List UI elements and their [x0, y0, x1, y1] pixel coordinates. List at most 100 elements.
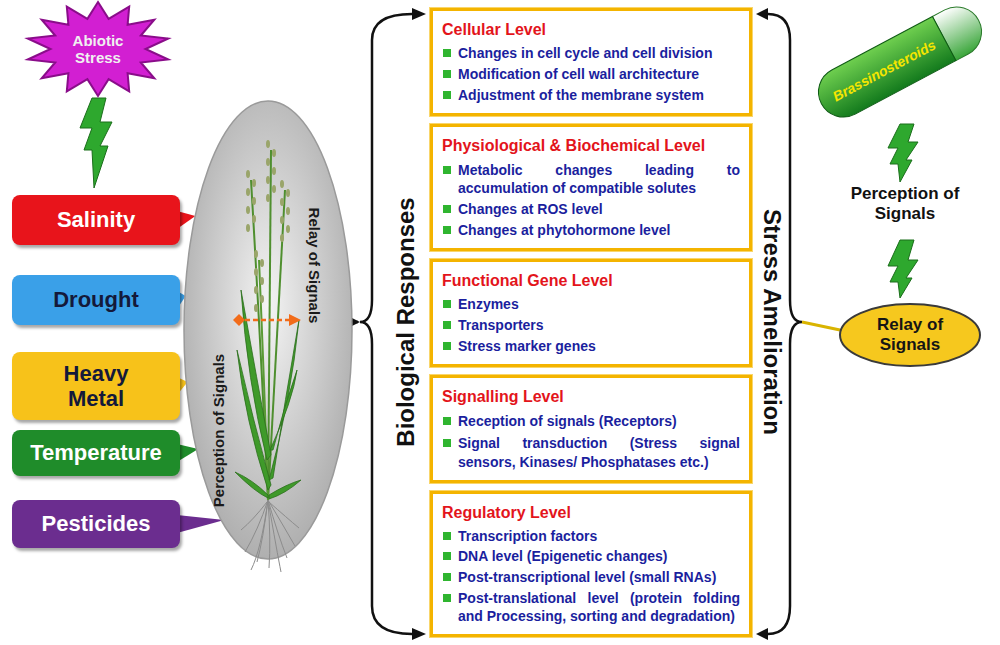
node-sb: Drought	[12, 275, 180, 325]
leaf	[269, 480, 301, 499]
root	[268, 500, 287, 558]
grain	[272, 167, 276, 175]
level-heading: Signalling Level	[442, 386, 740, 408]
tail-shape	[177, 515, 224, 533]
diamond-marker	[233, 314, 245, 326]
level-heading: Physiological & Biochemical Level	[442, 135, 740, 157]
grain	[280, 216, 284, 224]
grain	[260, 259, 264, 267]
grain	[266, 176, 270, 184]
node-sb: Salinity	[12, 195, 180, 245]
node-relay: Relay of Signals	[838, 302, 982, 368]
root	[268, 500, 281, 572]
lightning-bolt	[888, 124, 918, 182]
level-heading: Regulatory Level	[442, 502, 740, 524]
node-pill: Brassinosteroids	[808, 0, 991, 127]
stress-label: Heavy Metal	[30, 359, 162, 414]
rotated-label: Perception of Signals	[210, 353, 227, 506]
oval-outline	[184, 101, 352, 559]
bullet-item: Stress marker genes	[442, 337, 740, 356]
grain	[280, 198, 284, 206]
bullet-item: Post-transcriptional level (small RNAs)	[442, 568, 740, 587]
grain	[246, 206, 250, 214]
root	[269, 502, 299, 528]
node-box: Signalling LevelReception of signals (Re…	[430, 375, 752, 483]
grain	[254, 268, 258, 276]
leaf	[269, 320, 299, 480]
bullet-item: Metabolic changes leading to accumulatio…	[442, 161, 740, 199]
arrowhead	[412, 628, 426, 640]
relay-text: Relay of Signals	[862, 315, 958, 354]
root	[251, 500, 268, 570]
grain	[260, 277, 264, 285]
grain	[254, 286, 258, 294]
node-sb: Temperature	[12, 430, 180, 476]
grain	[266, 158, 270, 166]
grain	[252, 197, 256, 205]
grain	[286, 189, 290, 197]
grain	[246, 224, 250, 232]
root	[241, 502, 267, 530]
starburst-outline	[28, 2, 168, 96]
grain	[254, 304, 258, 312]
link-line	[802, 322, 840, 330]
level-heading: Cellular Level	[442, 19, 740, 41]
stress-label: Drought	[47, 285, 145, 314]
signal-label: Perception of Signals	[838, 184, 972, 225]
dashed-arrow	[245, 319, 291, 322]
vertical-heading: Stress Amelioration	[758, 209, 786, 435]
bullet-item: Enzymes	[442, 295, 740, 314]
node-box: Regulatory LevelTranscription factorsDNA…	[430, 491, 752, 637]
grain	[286, 225, 290, 233]
node-box: Functional Gene LevelEnzymesTransporters…	[430, 259, 752, 367]
arrowhead	[756, 8, 768, 20]
leaf	[270, 370, 297, 450]
stress-label: Temperature	[24, 438, 168, 467]
bullet-item: Changes at phytohormone level	[442, 221, 740, 240]
bullet-item: Modification of cell wall architecture	[442, 65, 740, 84]
plant-illustration	[183, 100, 353, 560]
bullet-item: Changes in cell cycle and cell division	[442, 44, 740, 63]
grain	[280, 180, 284, 188]
stress-label: Salinity	[51, 205, 141, 234]
grain	[266, 194, 270, 202]
grain	[286, 207, 290, 215]
grain	[252, 179, 256, 187]
leaf	[235, 472, 268, 498]
ellipse-outline	[840, 304, 980, 366]
bullet-item: Signal transduction (Stress signal senso…	[442, 434, 740, 472]
stress-label: Pesticides	[36, 509, 157, 538]
grain	[272, 185, 276, 193]
capsule-text: Brassinosteroids	[814, 17, 955, 125]
arrowhead	[756, 628, 768, 640]
grain	[254, 250, 258, 258]
bullet-item: DNA level (Epigenetic changes)	[442, 547, 740, 566]
arrowhead	[289, 314, 301, 326]
node-box: Physiological & Biochemical LevelMetabol…	[430, 124, 752, 251]
bullet-item: Adjustment of the membrane system	[442, 86, 740, 105]
arrowhead	[412, 8, 426, 20]
vertical-heading: Biological Responses	[391, 197, 419, 446]
grain	[260, 295, 264, 303]
node-oval: Perception of SignalsRelay of Signals	[183, 100, 353, 560]
level-heading: Functional Gene Level	[442, 270, 740, 292]
grain	[272, 149, 276, 157]
node-sb: Pesticides	[12, 500, 180, 548]
grain	[280, 234, 284, 242]
bullet-item: Post-translational level (protein foldin…	[442, 589, 740, 627]
capsule-body	[810, 16, 956, 125]
bullet-item: Transporters	[442, 316, 740, 335]
bullet-item: Changes at ROS level	[442, 200, 740, 219]
star-text: Abiotic Stress	[63, 32, 133, 67]
grain	[246, 170, 250, 178]
grain	[252, 215, 256, 223]
node-star: Abiotic Stress	[26, 2, 170, 96]
grain	[266, 140, 270, 148]
node-sb: Heavy Metal	[12, 352, 180, 420]
leaf	[241, 290, 271, 460]
lightning-bolt	[888, 240, 918, 298]
callout-tail	[177, 515, 224, 533]
bullet-item: Reception of signals (Receptors)	[442, 412, 740, 431]
node-box: Cellular LevelChanges in cell cycle and …	[430, 8, 752, 116]
